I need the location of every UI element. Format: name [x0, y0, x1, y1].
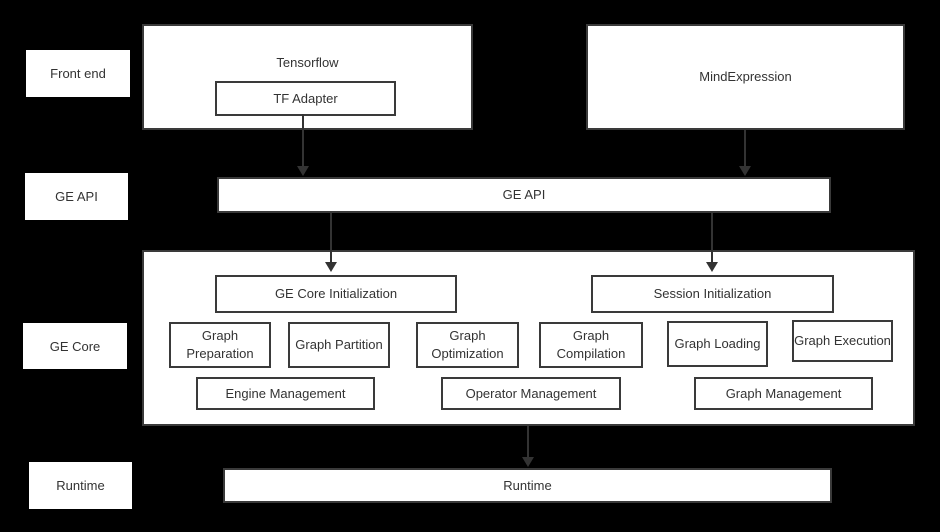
row-label-front-end: Front end [26, 50, 130, 97]
tensorflow-box: Tensorflow TF Adapter [142, 24, 473, 130]
manager-box-engine-management: Engine Management [196, 377, 375, 410]
ge-core-box: GE Core Initialization Session Initializ… [142, 250, 915, 426]
ge-core-initialization-box: GE Core Initialization [215, 275, 457, 313]
ge-api-bar: GE API [217, 177, 831, 213]
runtime-bar: Runtime [223, 468, 832, 503]
mindexpression-box: MindExpression [586, 24, 905, 130]
manager-box-graph-management: Graph Management [694, 377, 873, 410]
row-label-ge-api: GE API [25, 173, 128, 220]
stage-box-graph-partition: Graph Partition [288, 322, 390, 368]
tf-adapter-box: TF Adapter [215, 81, 396, 116]
stage-box-graph-loading: Graph Loading [667, 321, 768, 367]
stage-box-graph-execution: Graph Execution [792, 320, 893, 362]
row-label-runtime: Runtime [29, 462, 132, 509]
tensorflow-label: Tensorflow [276, 55, 339, 70]
stage-box-graph-optimization: Graph Optimization [416, 322, 519, 368]
stage-box-graph-compilation: Graph Compilation [539, 322, 643, 368]
manager-box-operator-management: Operator Management [441, 377, 621, 410]
row-label-ge-core: GE Core [23, 323, 127, 369]
stage-box-graph-preparation: Graph Preparation [169, 322, 271, 368]
session-initialization-box: Session Initialization [591, 275, 834, 313]
